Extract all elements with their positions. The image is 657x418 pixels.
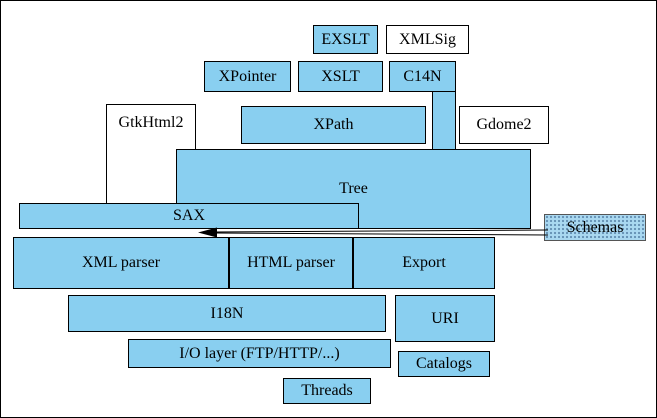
box-xpath: XPath [241,106,426,144]
box-schemas: Schemas [544,214,646,241]
schemas-to-sax-arrow [198,227,549,238]
box-gdome2: Gdome2 [459,106,549,144]
box-xmlsig: XMLSig [386,25,469,54]
box-export: Export [353,237,495,289]
box-c14n: C14N [389,61,456,92]
box-catalogs: Catalogs [398,351,490,377]
box-threads: Threads [283,378,371,404]
box-i18n: I18N [68,295,386,332]
box-xpointer: XPointer [204,61,291,92]
box-uri: URI [395,295,495,342]
box-exslt: EXSLT [313,25,378,54]
box-xml-parser: XML parser [13,237,229,289]
box-sax: SAX [19,203,359,229]
box-io-layer: I/O layer (FTP/HTTP/...) [128,339,391,368]
box-xslt: XSLT [298,61,383,92]
c14n-tree-connector [432,91,456,150]
box-html-parser: HTML parser [229,237,353,289]
